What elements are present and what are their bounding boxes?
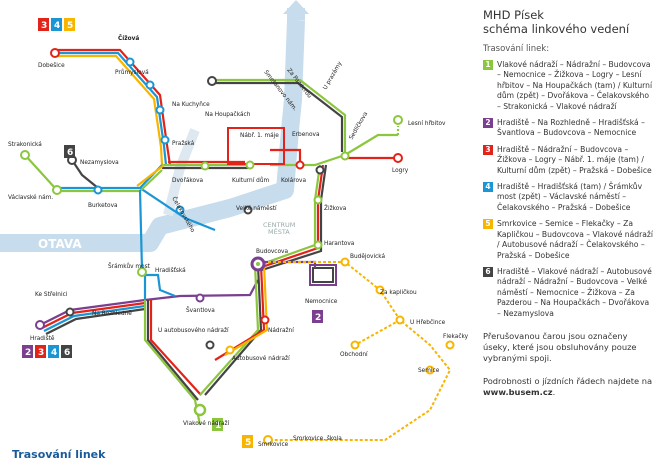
route-number-badge: 3 <box>483 144 493 155</box>
route-item: 6 Hradiště – Vlakové nádraží – Autobusové… <box>483 266 653 319</box>
stop-label: Nábř. 1. máje <box>240 132 279 139</box>
stop-label: U prazámy <box>322 60 344 91</box>
stop-label: Smrkovice, škola <box>293 435 342 442</box>
stop-label: Lesní hřbitov <box>408 120 446 127</box>
note-dashed: Přerušovanou čarou jsou označeny úseky, … <box>483 330 637 363</box>
stop-label: Čížová <box>118 35 139 42</box>
stop-label: Strakonická <box>8 141 42 148</box>
stop-label: Kolárova <box>281 177 306 184</box>
stop-label: Obchodní <box>340 351 368 358</box>
river-label: OTAVA <box>38 237 82 251</box>
legend-panel: MHD Písek schéma linkového vedení Trasov… <box>483 8 653 398</box>
stop-label: Za kapličkou <box>380 289 417 296</box>
stop-markers <box>20 48 455 445</box>
route-item: 5 Smrkovice – Semice – Flekačky – Za Kapl… <box>483 219 653 261</box>
badge-group-top: 3 4 5 <box>38 18 75 31</box>
badge-4: 4 <box>51 348 57 358</box>
routes-heading: Trasování linek: <box>483 44 550 54</box>
stop-label: U Hřebčince <box>410 319 446 326</box>
route-item: 1 Vlakové nádraží – Nádražní – Budovcova … <box>483 60 653 112</box>
stop-label: Harantova <box>324 241 355 247</box>
stop-label: Ke Střelnici <box>35 291 68 298</box>
stop-label: Dobešice <box>38 62 65 69</box>
badge-3: 3 <box>38 348 44 358</box>
route-description: Smrkovice – Semice – Flekačky – Za Kapli… <box>497 219 653 260</box>
route-description: Hradiště – Nádražní – Budovcova – Žižkov… <box>497 144 652 175</box>
badge-6-left: 6 <box>67 148 73 158</box>
route-number-badge: 2 <box>483 118 493 129</box>
stop-label: Nezamyslova <box>80 160 119 166</box>
route-item: 4 Hradiště – Hradišťská (tam) / Šrámkův m… <box>483 182 653 213</box>
badge-5-smrkovice: 5 <box>245 438 251 448</box>
route-item: 3 Hradiště – Nádražní – Budovcova – Žižko… <box>483 144 653 176</box>
website-link[interactable]: www.busem.cz <box>483 386 553 397</box>
stop-label: Dvořákova <box>172 177 204 184</box>
stop-label: Smrkovice <box>258 442 289 448</box>
badge-1: 1 <box>215 421 221 431</box>
stop-label: Pražská <box>172 140 195 147</box>
note-prefix: Podrobnosti o jízdních řádech najdete na <box>483 375 653 386</box>
badge-group-hradiste: 2 3 4 6 <box>22 345 72 358</box>
stop-label: Žižkova <box>324 204 347 212</box>
route-description: Hradiště – Vlakové nádraží – Autobusové … <box>497 266 652 318</box>
center-label-2: MĚSTA <box>268 227 290 236</box>
stop-label: Burketova <box>88 203 118 209</box>
stop-label: Flekačky <box>443 333 469 340</box>
stop-label: Erbenova <box>292 132 320 138</box>
stop-label: U autobusového nádraží <box>158 327 229 334</box>
stop-label: Švantlova <box>186 307 215 314</box>
badge-5: 5 <box>67 21 73 31</box>
stop-label: Logry <box>392 168 409 174</box>
stop-label: Velké náměstí <box>236 205 277 212</box>
stop-labels: Čížová Dobešice Průmyslová Na Kuchyňce P… <box>8 35 469 448</box>
note-suffix: . <box>552 386 556 397</box>
route-description: Hradiště – Hradišťská (tam) / Šrámkův mo… <box>497 182 643 212</box>
stop-label: Nemocnice <box>305 299 338 305</box>
stop-label: Na Houpačkách <box>205 111 251 118</box>
route-number-badge: 6 <box>483 266 493 277</box>
stop-label: Hradiště <box>30 335 55 342</box>
stop-label: Nádražní <box>268 327 294 334</box>
stop-label: Autobusové nádraží <box>232 355 290 362</box>
panel-title: MHD Písek <box>483 8 544 22</box>
stop-label: Šrámkův most <box>108 263 151 270</box>
badge-2-nemocnice: 2 <box>315 313 321 323</box>
badge-2: 2 <box>25 348 31 358</box>
stop-label: Hradišťská <box>155 267 186 274</box>
network-map: OTAVA CENTRUM MĚSTA <box>0 0 469 448</box>
stop-label: Budějovická <box>350 253 386 260</box>
badge-3: 3 <box>41 21 47 31</box>
route-number-badge: 4 <box>483 182 493 193</box>
route-number-badge: 1 <box>483 60 493 70</box>
stop-label: Vlakové nádraží <box>183 420 230 427</box>
stop-label: Průmyslová <box>115 69 149 76</box>
stop-label: Václavské nám. <box>8 194 53 201</box>
panel-subtitle: schéma linkového vedení <box>483 22 630 36</box>
note-timetable: Podrobnosti o jízdních řádech najdete na… <box>483 376 653 398</box>
stop-label: Sedlíčkova <box>348 110 370 141</box>
badge-4: 4 <box>54 21 60 31</box>
route-list: 1 Vlakové nádraží – Nádražní – Budovcova … <box>483 60 653 319</box>
route-description: Vlakové nádraží – Nádražní – Budovcova –… <box>497 60 653 111</box>
stop-label: Na Rozhledně <box>92 310 132 317</box>
stop-label: Semice <box>418 368 440 374</box>
center-label: CENTRUM <box>263 221 295 229</box>
footer-title: Trasování linek <box>12 448 106 461</box>
stop-label: Na Kuchyňce <box>172 101 210 108</box>
route-item: 2 Hradiště – Na Rozhledně – Hradišťská – … <box>483 118 653 139</box>
route-number-badge: 5 <box>483 219 493 230</box>
stop-label: Kulturní dům <box>232 177 270 184</box>
stop-label: Budovcova <box>256 249 288 255</box>
badge-6: 6 <box>64 348 70 358</box>
route-description: Hradiště – Na Rozhledně – Hradišťská – Š… <box>497 118 645 138</box>
